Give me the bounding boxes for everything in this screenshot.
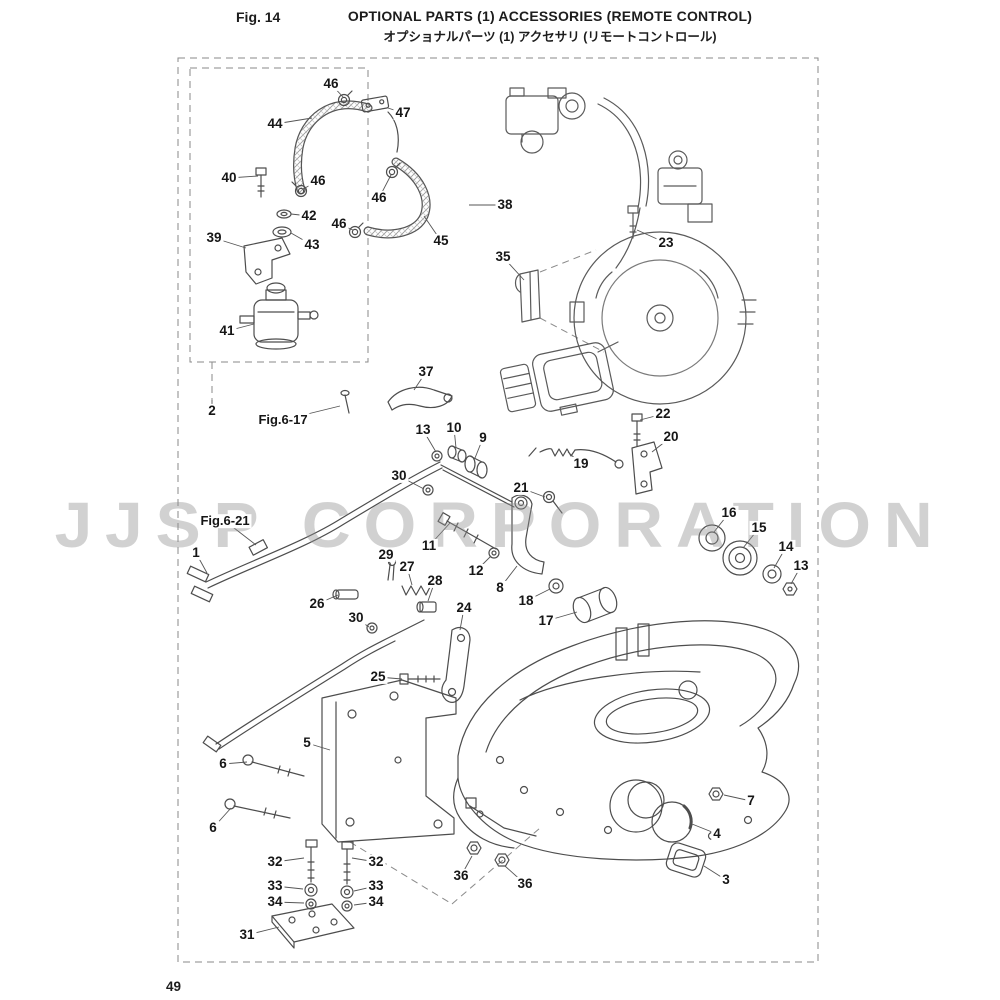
engine-context-drawing	[499, 87, 757, 416]
page-title: OPTIONAL PARTS (1) ACCESSORIES (REMOTE C…	[320, 8, 780, 45]
title-japanese: オプショナルパーツ (1) アクセサリ (リモートコントロール)	[383, 30, 717, 44]
figure-number: Fig. 14	[236, 9, 281, 25]
callout-leader-lines	[195, 83, 802, 936]
assembly-boundary-boxes	[177, 57, 819, 963]
page-number: 49	[166, 979, 182, 994]
remote-control-linkage-drawing	[186, 386, 798, 753]
bottom-cowl-drawing	[224, 620, 800, 949]
title-english: OPTIONAL PARTS (1) ACCESSORIES (REMOTE C…	[347, 8, 753, 24]
fuel-hose-assembly-drawing	[239, 90, 431, 350]
